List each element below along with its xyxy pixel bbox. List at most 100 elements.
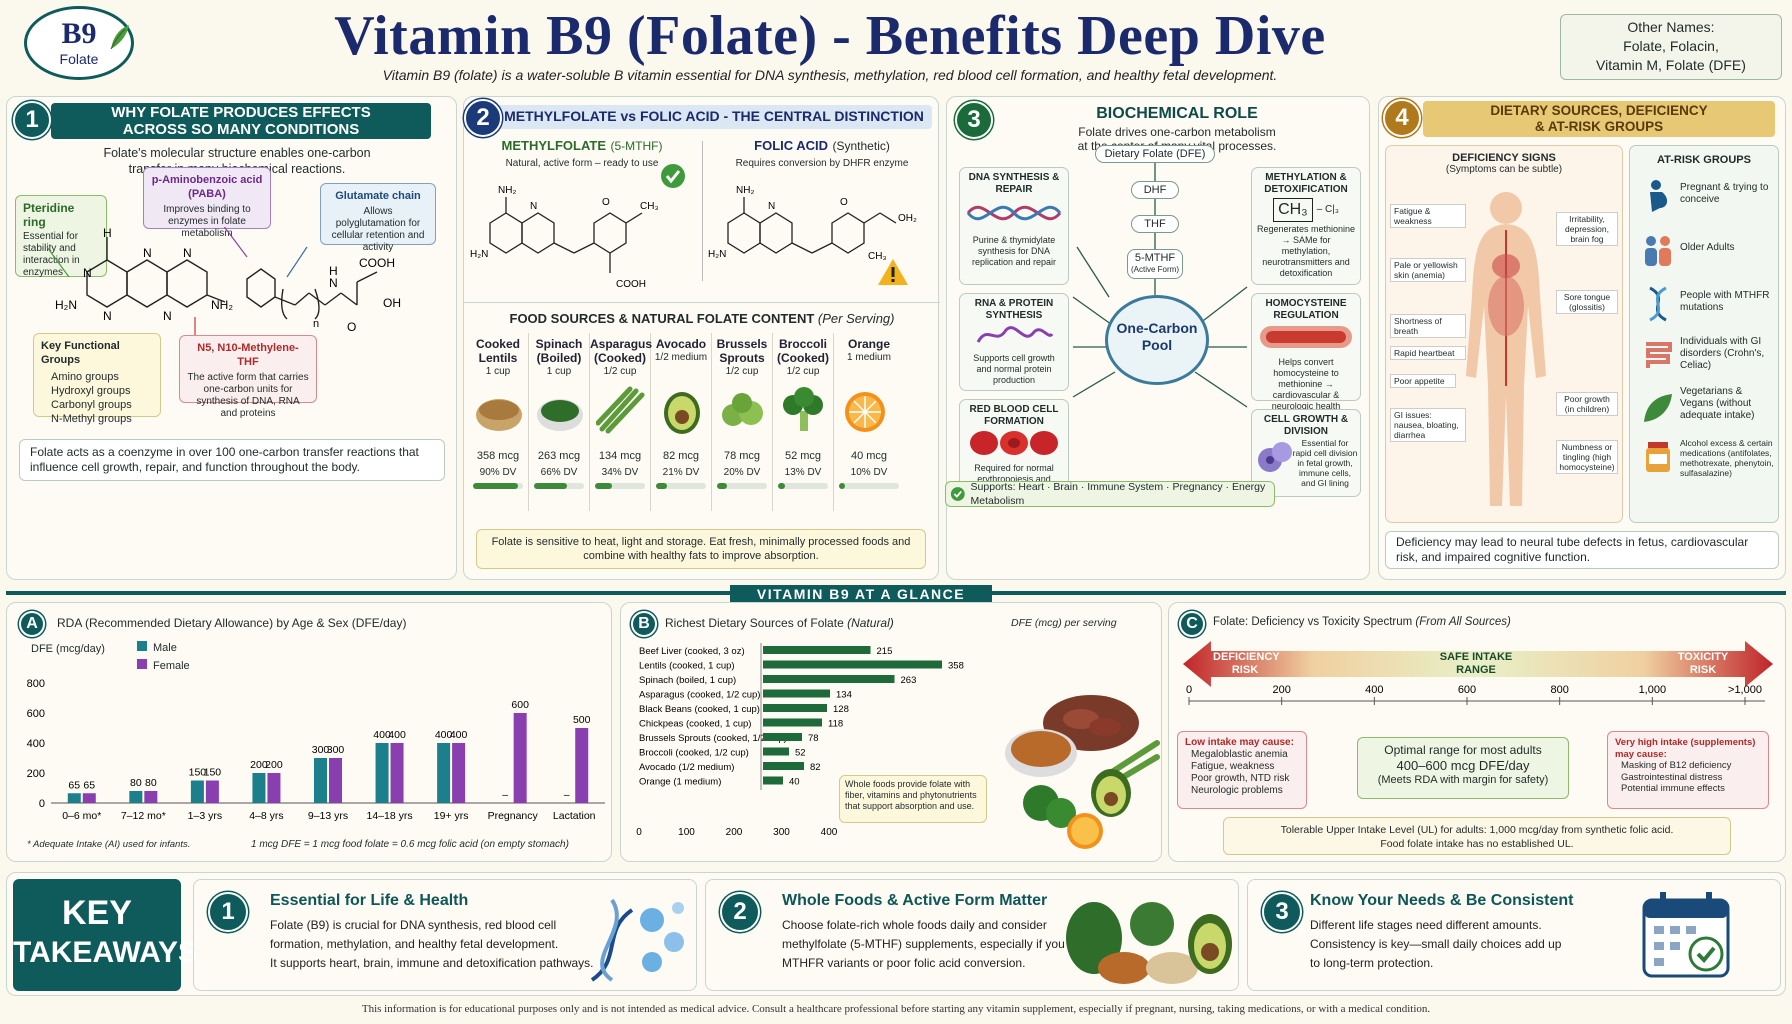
bar-male bbox=[437, 743, 451, 803]
f-atom-oh2: OH₂ bbox=[898, 213, 917, 224]
x-tick-label: 200 bbox=[726, 827, 743, 838]
red-blood-cell-icon bbox=[970, 431, 1058, 455]
atom-oh: OH bbox=[383, 296, 401, 310]
n5-title: N5, N10-Methylene-THF bbox=[197, 342, 299, 368]
data-label: 400 bbox=[435, 729, 453, 741]
rda-panel: A RDA (Recommended Dietary Allowance) by… bbox=[6, 602, 612, 862]
high-intake-box: Very high intake (supplements) may cause… bbox=[1607, 731, 1769, 809]
brussels-sprouts-icon bbox=[722, 393, 763, 426]
bar-female bbox=[513, 713, 527, 803]
data-label: 82 bbox=[810, 762, 821, 773]
section-1-number: 1 bbox=[13, 101, 51, 139]
section-4-footer: Deficiency may lead to neural tube defec… bbox=[1385, 531, 1779, 569]
risk-item: Vegetarians & Vegans (without adequate i… bbox=[1680, 386, 1755, 421]
source-bar bbox=[763, 733, 802, 741]
takeaway-3: 3 Know Your Needs & Be Consistent Differ… bbox=[1247, 879, 1781, 991]
x-tick-label: 19+ yrs bbox=[434, 810, 469, 822]
spectrum-tick-label: 800 bbox=[1550, 684, 1568, 696]
flow-dietary: Dietary Folate (DFE) bbox=[1095, 145, 1215, 163]
category-label: Orange (1 medium) bbox=[639, 777, 721, 788]
folic-acid-text: Requires conversion by DHFR enzyme bbox=[735, 158, 909, 169]
category-label: Black Beans (cooked, 1 cup) bbox=[639, 704, 760, 715]
rda-note2: 1 mcg DFE = 1 mcg food folate = 0.6 mcg … bbox=[251, 839, 569, 850]
bar-male bbox=[67, 793, 81, 803]
bar-male bbox=[314, 758, 327, 803]
x-tick-label: Lactation bbox=[553, 810, 596, 822]
f-atom-nh2: NH₂ bbox=[736, 185, 754, 196]
section-4-deficiency: DIETARY SOURCES, DEFICIENCY& AT-RISK GRO… bbox=[1378, 96, 1786, 580]
folate-molecule-diagram: H N N N N N H₂N NH₂ O N H COOH OH n bbox=[55, 227, 401, 334]
data-label: 358 bbox=[948, 661, 964, 672]
rna-card: RNA & PROTEIN SYNTHESIS Supports cell gr… bbox=[959, 293, 1069, 391]
other-names-line1: Folate, Folacin, bbox=[1623, 38, 1719, 54]
pteridine-title: Pteridine ring bbox=[23, 201, 75, 229]
sources-title: Richest Dietary Sources of Folate (Natur… bbox=[665, 616, 894, 630]
at-risk-card: AT-RISK GROUPS Pregnant & trying to conc… bbox=[1629, 145, 1779, 523]
spinach-icon bbox=[537, 399, 583, 431]
data-label: – bbox=[564, 789, 570, 801]
pteridine-text: Essential for stability and interaction … bbox=[23, 231, 80, 278]
data-label: 215 bbox=[877, 646, 893, 657]
section-1-structure: WHY FOLATE PRODUCES EFFECTS ACROSS SO MA… bbox=[6, 96, 457, 580]
sign-left: Pale or yellowish skin (anemia) bbox=[1390, 258, 1466, 282]
orange-icon bbox=[845, 392, 885, 432]
atom-o: O bbox=[347, 320, 356, 334]
atom-n-sub: n bbox=[313, 318, 319, 330]
source-bar bbox=[763, 675, 895, 683]
spectrum-title: Folate: Deficiency vs Toxicity Spectrum … bbox=[1213, 616, 1511, 628]
spectrum-tick-label: 200 bbox=[1272, 684, 1290, 696]
other-names-line2: Vitamin M, Folate (DFE) bbox=[1596, 57, 1746, 73]
section-2-forms: METHYLFOLATE vs FOLIC ACID - THE CENTRAL… bbox=[463, 96, 940, 580]
m-atom-h2n: H₂N bbox=[470, 249, 488, 260]
paba-title: p-Aminobenzoic acid (PABA) bbox=[151, 174, 263, 200]
fg-item: Hydroxyl groups bbox=[51, 385, 131, 397]
spectrum-tick-label: 600 bbox=[1458, 684, 1476, 696]
human-body-icon bbox=[1466, 192, 1546, 506]
spectrum-tick-label: 400 bbox=[1365, 684, 1383, 696]
sources-unit: DFE (mcg) per serving bbox=[1011, 617, 1117, 629]
section-2-number: 2 bbox=[464, 99, 502, 137]
sign-left: Poor appetite bbox=[1390, 374, 1456, 388]
sources-letter: B bbox=[631, 611, 657, 637]
data-label: 52 bbox=[795, 748, 806, 759]
one-carbon-pool: One-Carbon Pool bbox=[1105, 295, 1209, 385]
at-risk-title: AT-RISK GROUPS bbox=[1657, 154, 1751, 166]
dv-fill bbox=[534, 483, 567, 489]
folic-acid-molecule: NH₂ H₂N O OH₂ N CH₃ bbox=[708, 185, 917, 262]
y-tick-label: 400 bbox=[27, 738, 45, 750]
rda-legend: Male Female bbox=[137, 639, 190, 675]
spectrum-arrow bbox=[1183, 641, 1773, 687]
safe-label: SAFE INTAKE RANGE bbox=[1439, 651, 1513, 676]
glutamate-box: Glutamate chain Allows polyglutamation f… bbox=[320, 183, 436, 253]
lentils-icon bbox=[476, 399, 522, 431]
page-subtitle: Vitamin B9 (folate) is a water-soluble B… bbox=[382, 67, 1278, 83]
functional-groups-title: Key Functional Groups bbox=[41, 340, 120, 366]
methylation-card: METHYLATION & DETOXIFICATION CH₃– C|₃ Re… bbox=[1251, 167, 1361, 285]
page-title: Vitamin B9 (Folate) - Benefits Deep Dive bbox=[334, 5, 1326, 67]
atom-n2: N bbox=[103, 309, 112, 323]
m-atom-o: O bbox=[602, 197, 610, 208]
glance-title: VITAMIN B9 AT A GLANCE bbox=[730, 585, 992, 603]
data-label: 400 bbox=[450, 729, 468, 741]
category-label: Brussels Sprouts (cooked, 1/2 cup) bbox=[639, 733, 787, 744]
paba-text: Improves binding to enzymes in folate me… bbox=[163, 204, 251, 239]
x-tick-label: 9–13 yrs bbox=[308, 810, 348, 822]
data-label: 134 bbox=[836, 690, 852, 701]
other-names-box: Other Names: Folate, Folacin, Vitamin M,… bbox=[1560, 14, 1782, 80]
methylfolate-molecule: NH₂ H₂N O CH₃ N COOH bbox=[470, 185, 659, 290]
fg-item: N-Methyl groups bbox=[51, 413, 132, 425]
fg-item: Amino groups bbox=[51, 371, 119, 383]
bar-male bbox=[252, 773, 266, 803]
sign-left: GI issues: nausea, bloating, diarrhea bbox=[1390, 408, 1466, 442]
atom-nh: N bbox=[329, 276, 338, 290]
sources-panel: B Richest Dietary Sources of Folate (Nat… bbox=[620, 602, 1162, 862]
source-bar bbox=[763, 747, 789, 756]
data-label: 118 bbox=[828, 719, 843, 730]
sign-right: Poor growth (in children) bbox=[1556, 392, 1618, 416]
flow-thf: THF bbox=[1131, 215, 1179, 233]
methylfolate-title: METHYLFOLATE bbox=[501, 138, 607, 153]
